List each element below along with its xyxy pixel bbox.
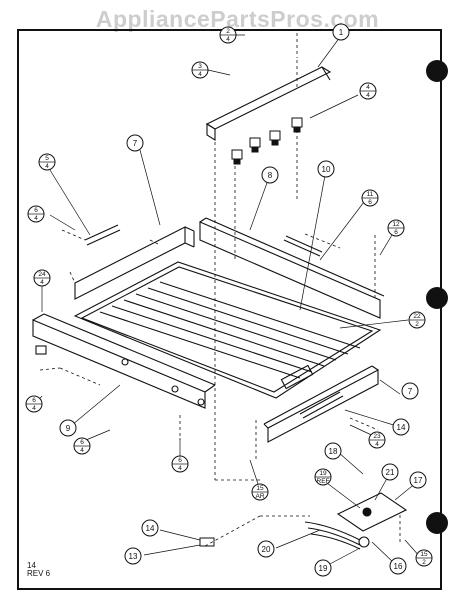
callout-4-4: 44 xyxy=(359,82,377,100)
tray-plate xyxy=(73,261,382,399)
callout-7a: 7 xyxy=(126,134,144,152)
callout-leaders xyxy=(34,34,422,566)
watermark: AppliancePartsPros.com xyxy=(95,6,380,32)
callout-6d-4: 64 xyxy=(171,455,189,473)
svg-text:5: 5 xyxy=(45,155,49,162)
svg-text:6: 6 xyxy=(178,457,182,464)
svg-text:8: 8 xyxy=(268,171,273,180)
callout-2-4: 24 xyxy=(219,26,237,44)
rail-left xyxy=(74,224,195,300)
svg-text:4: 4 xyxy=(375,441,379,448)
callout-1: 1 xyxy=(332,23,350,41)
callout-20: 20 xyxy=(257,540,275,558)
svg-text:23: 23 xyxy=(373,433,381,440)
svg-text:4: 4 xyxy=(366,92,370,99)
svg-text:6: 6 xyxy=(394,229,398,236)
callout-3-4: 34 xyxy=(191,61,209,79)
binder-hole-top xyxy=(426,60,448,82)
rail-right-rear xyxy=(199,217,385,319)
svg-text:6: 6 xyxy=(80,439,84,446)
fastener-nuts xyxy=(231,117,303,165)
svg-text:17: 17 xyxy=(414,476,423,485)
svg-text:13: 13 xyxy=(129,552,138,561)
svg-text:12: 12 xyxy=(392,221,400,228)
callout-8: 8 xyxy=(261,166,279,184)
svg-text:REF: REF xyxy=(317,478,330,485)
svg-text:21: 21 xyxy=(386,468,395,477)
svg-text:4: 4 xyxy=(80,447,84,454)
svg-text:16: 16 xyxy=(394,562,403,571)
callout-15-2: 152 xyxy=(415,549,433,567)
callout-14a: 14 xyxy=(392,418,410,436)
svg-text:10: 10 xyxy=(322,165,331,174)
callout-12-6: 126 xyxy=(387,219,405,237)
callout-19: 19 xyxy=(314,559,332,577)
svg-text:11: 11 xyxy=(367,191,374,198)
svg-text:2: 2 xyxy=(422,559,426,566)
callout-11-6: 116 xyxy=(361,189,379,207)
svg-text:1: 1 xyxy=(339,28,344,37)
svg-text:22: 22 xyxy=(413,313,421,320)
svg-text:14: 14 xyxy=(146,524,155,533)
svg-text:19: 19 xyxy=(319,470,327,477)
svg-text:15: 15 xyxy=(420,551,428,558)
revision-note: 14 REV 6 xyxy=(27,562,50,578)
svg-text:4: 4 xyxy=(45,163,49,170)
svg-text:19: 19 xyxy=(319,564,328,573)
svg-text:AR: AR xyxy=(255,493,264,500)
callout-5-4: 54 xyxy=(38,153,56,171)
callout-21: 21 xyxy=(381,463,399,481)
callout-17: 17 xyxy=(409,471,427,489)
callout-6a-4: 64 xyxy=(27,205,45,223)
callout-6c-4: 64 xyxy=(73,437,91,455)
callout-24-4: 244 xyxy=(33,269,51,287)
rail-right-front xyxy=(263,365,379,443)
svg-text:15: 15 xyxy=(256,485,264,492)
svg-text:2: 2 xyxy=(415,321,419,328)
svg-text:18: 18 xyxy=(329,447,338,456)
svg-text:4: 4 xyxy=(32,405,36,412)
callout-10: 10 xyxy=(317,160,335,178)
svg-text:20: 20 xyxy=(262,545,271,554)
callout-18: 18 xyxy=(324,442,342,460)
callout-23-4: 234 xyxy=(368,431,386,449)
leader-lines xyxy=(39,33,401,547)
binder-hole-bottom xyxy=(426,512,448,534)
callout-9: 9 xyxy=(59,419,77,437)
svg-text:6: 6 xyxy=(32,397,36,404)
callout-13: 13 xyxy=(124,547,142,565)
callout-6b-4: 64 xyxy=(25,395,43,413)
revision-label: REV 6 xyxy=(27,569,51,578)
callout-14b: 14 xyxy=(141,519,159,537)
callout-16: 16 xyxy=(389,557,407,575)
svg-text:4: 4 xyxy=(226,36,230,43)
svg-text:6: 6 xyxy=(34,207,38,214)
svg-text:7: 7 xyxy=(133,139,138,148)
svg-text:4: 4 xyxy=(198,71,202,78)
page-number: 14 xyxy=(27,561,36,570)
callout-22-2: 222 xyxy=(408,311,426,329)
svg-text:4: 4 xyxy=(178,465,182,472)
svg-text:24: 24 xyxy=(38,271,46,278)
svg-text:4: 4 xyxy=(40,279,44,286)
small-clip xyxy=(199,537,215,547)
svg-text:6: 6 xyxy=(368,199,372,206)
svg-text:4: 4 xyxy=(366,84,370,91)
callout-7b: 7 xyxy=(401,382,419,400)
svg-text:2: 2 xyxy=(226,28,230,35)
rail-front xyxy=(32,313,216,409)
switch-bracket xyxy=(304,492,408,550)
svg-text:14: 14 xyxy=(397,423,406,432)
svg-text:4: 4 xyxy=(34,215,38,222)
svg-text:9: 9 xyxy=(66,424,71,433)
binder-hole-middle xyxy=(426,287,448,309)
top-bracket xyxy=(205,66,332,141)
svg-text:3: 3 xyxy=(198,63,202,70)
svg-text:7: 7 xyxy=(408,387,413,396)
